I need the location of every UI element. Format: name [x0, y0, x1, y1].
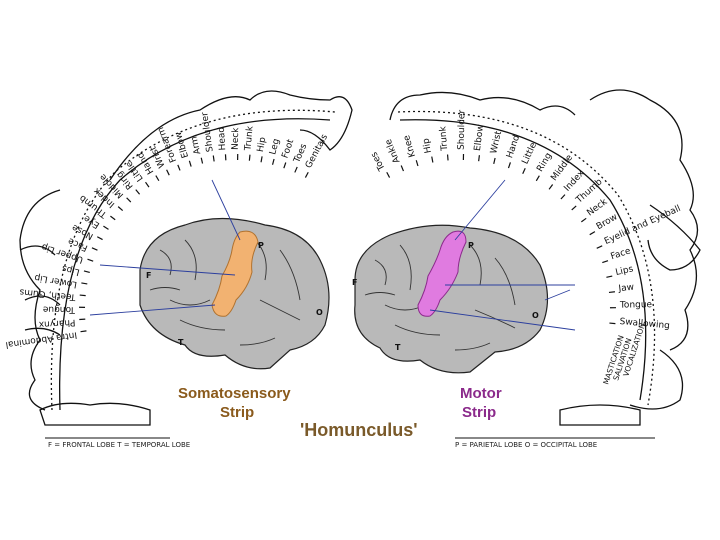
motor-title-line2: Strip: [462, 404, 496, 421]
sensory-label: Pharynx: [38, 317, 76, 329]
motor-label: Elbow: [473, 124, 486, 152]
motor-label: Toes: [369, 150, 388, 173]
sensory-tick: [110, 216, 115, 220]
motor-tick: [549, 184, 553, 189]
motor-tick: [590, 232, 595, 235]
motor-tick: [572, 206, 576, 210]
sensory-tick: [305, 172, 308, 177]
sensory-label: Leg: [268, 138, 282, 156]
sensory-tick: [167, 170, 170, 175]
motor-label: Ankle: [384, 137, 403, 164]
motor-lobe-t: T: [395, 343, 401, 352]
sensory-tick: [87, 259, 93, 261]
motor-tick: [401, 166, 403, 172]
motor-tick: [479, 155, 480, 161]
sensory-tick: [136, 190, 140, 195]
motor-tick: [597, 246, 602, 248]
motor-label: Shoulder: [457, 110, 468, 151]
sensory-tick: [284, 162, 286, 168]
sensory-label: Head: [217, 127, 228, 151]
sensory-title-line2: Strip: [220, 404, 254, 421]
motor-tick: [432, 157, 433, 163]
motor-label: Trunk: [438, 125, 450, 152]
sensory-tick: [80, 295, 86, 296]
sensory-tick: [178, 165, 180, 171]
motor-label: Knee: [402, 133, 418, 158]
motor-tick: [581, 218, 586, 222]
sensory-tick: [81, 331, 87, 332]
sensory-tick: [213, 156, 214, 162]
motor-label: Jaw: [617, 283, 635, 295]
sensory-tick: [295, 167, 297, 173]
motor-label: Face: [610, 246, 633, 262]
motor-label: Eyelid and Eyeball: [603, 204, 682, 247]
sensory-title-line1: Somatosensory: [178, 385, 291, 402]
sensory-lobe-p: P: [258, 241, 264, 250]
legend-left: F = FRONTAL LOBE T = TEMPORAL LOBE: [48, 441, 190, 449]
main-title: 'Homunculus': [300, 420, 418, 440]
sensory-label: Hip: [256, 136, 268, 153]
sensory-tick: [146, 182, 149, 187]
sensory-label: Shoulder: [200, 111, 216, 152]
sensory-tick: [156, 176, 159, 181]
motor-body-figure: [390, 92, 575, 120]
sensory-lobe-o: O: [316, 308, 323, 317]
sensory-tick: [201, 158, 202, 164]
motor-tick: [523, 168, 526, 173]
motor-tick: [508, 162, 510, 168]
sensory-homunculus: GenitalsToesFootLegHipTrunkNeckHeadShoul…: [5, 91, 352, 425]
sensory-label: Lips: [61, 262, 81, 276]
motor-tick: [561, 195, 565, 199]
motor-label: Brow: [595, 212, 620, 232]
motor-tick: [536, 176, 539, 181]
sensory-label: Trunk: [243, 125, 255, 152]
sensory-tick: [84, 271, 90, 273]
motor-tick: [494, 158, 495, 164]
sensory-lobe-f: F: [146, 271, 151, 280]
sensory-label: Arm: [190, 135, 204, 155]
sensory-tick: [81, 283, 87, 284]
legend-right: P = PARIETAL LOBE O = OCCIPITAL LOBE: [455, 441, 597, 449]
sensory-tick: [127, 198, 131, 202]
motor-tick: [602, 261, 608, 263]
sensory-lobe-t: T: [178, 338, 184, 347]
motor-lobe-p: P: [468, 241, 474, 250]
motor-tick: [416, 160, 418, 166]
sensory-tick: [189, 161, 191, 167]
motor-label: Hand: [505, 134, 522, 160]
motor-tick: [609, 292, 615, 293]
motor-tick: [609, 323, 615, 324]
motor-tick: [387, 172, 390, 177]
sensory-tick: [261, 156, 262, 162]
sensory-tick: [118, 207, 122, 211]
motor-title-line1: Motor: [460, 385, 502, 402]
motor-tick: [606, 276, 612, 277]
motor-label: Neck: [585, 197, 610, 219]
motor-label: Hip: [421, 137, 434, 154]
sensory-label: Neck: [231, 127, 241, 150]
motor-lobe-o: O: [532, 311, 539, 320]
motor-label: Ring: [535, 151, 554, 173]
motor-label: Wrist: [489, 130, 504, 155]
motor-lobe-f: F: [352, 278, 357, 287]
sensory-label: Genitals: [304, 133, 330, 171]
sensory-label: Intra Abdominal: [5, 329, 78, 349]
sensory-tick: [273, 159, 275, 165]
sensory-tick: [92, 248, 98, 250]
sensory-tick: [97, 237, 102, 240]
sensory-tick: [103, 226, 108, 229]
motor-label: Lips: [615, 264, 635, 278]
sensory-label: Tongue: [42, 304, 76, 315]
sensory-tick: [249, 155, 250, 161]
motor-label: Tongue: [619, 300, 653, 311]
motor-label: Little: [521, 141, 540, 166]
